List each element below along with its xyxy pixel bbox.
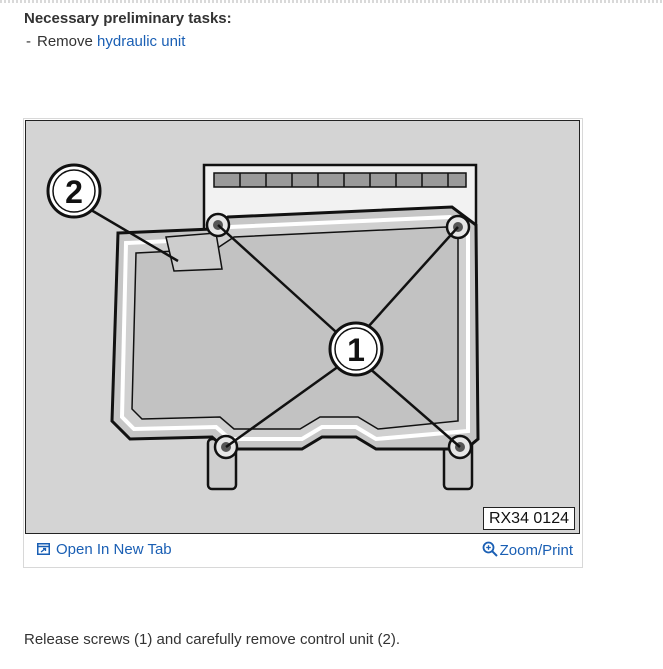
- figure-container: 1 2 RX34 0124 Open In New Tab Zoo: [23, 118, 583, 568]
- cover-bump: [165, 232, 223, 272]
- instruction-text: Release screws (1) and carefully remove …: [24, 631, 400, 648]
- open-in-new-tab-label: Open In New Tab: [56, 541, 172, 558]
- callout-2-label: 2: [65, 174, 83, 210]
- figure-illustration[interactable]: 1 2 RX34 0124: [25, 120, 580, 534]
- callout-2: 2: [46, 163, 102, 219]
- callout-1-leaders: [217, 224, 461, 449]
- callout-2-leader: [85, 205, 179, 263]
- control-unit-drawing: 1 2: [46, 163, 480, 491]
- task-prefix: Remove: [37, 33, 93, 50]
- open-in-new-tab-button[interactable]: Open In New Tab: [37, 541, 172, 558]
- figure-code: RX34 0124: [482, 507, 575, 530]
- control-unit-lid: [131, 226, 459, 430]
- figure-toolbar: Open In New Tab Zoom/Print: [25, 535, 581, 565]
- magnifier-icon: [482, 541, 498, 557]
- callout-1: 1: [328, 321, 384, 377]
- housing-vent-slots: [239, 173, 449, 187]
- preliminary-task-item: -Remove hydraulic unit: [26, 33, 185, 50]
- hydraulic-unit-link[interactable]: hydraulic unit: [97, 33, 186, 50]
- zoom-print-label: Zoom/Print: [499, 542, 573, 559]
- list-dash: -: [26, 33, 31, 50]
- preliminary-tasks-heading: Necessary preliminary tasks:: [24, 10, 232, 27]
- top-divider: [0, 0, 663, 3]
- zoom-print-button[interactable]: Zoom/Print: [482, 541, 573, 559]
- housing-vent-strip: [213, 172, 467, 188]
- callout-1-label: 1: [347, 332, 365, 368]
- open-in-new-tab-icon: [37, 543, 50, 555]
